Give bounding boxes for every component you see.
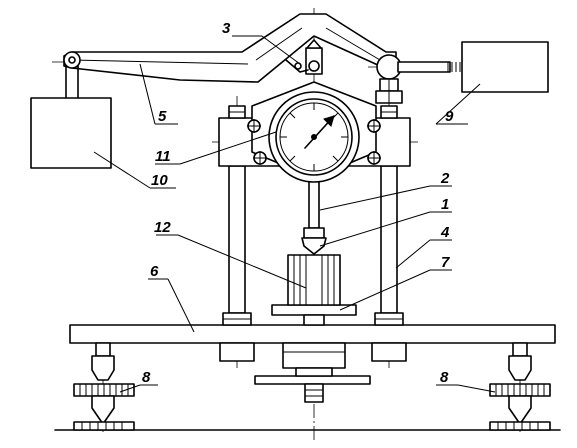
callouts: 3 5 11 10 9 2 1 4 7 12 6 8 8 [142,20,454,386]
callout-1: 1 [441,196,449,213]
indenter-tip [301,227,327,255]
leveling-foot-right [489,342,551,431]
right-column-lower-nut [371,342,407,362]
callout-8-right: 8 [440,369,449,386]
load-weight [30,97,112,169]
lever-pivot [305,39,323,75]
right-column [374,165,404,326]
right-column-top-bracket [375,78,403,104]
lever-link-pin [294,62,302,70]
counterweight [376,41,549,93]
callout-2: 2 [440,170,450,187]
callout-9: 9 [445,108,454,125]
left-column-lower-nut [219,342,255,362]
frame-bolts [247,119,381,165]
left-lever-pivot [63,51,81,69]
rod [308,175,320,229]
callout-11: 11 [155,148,171,165]
specimen [287,254,341,306]
left-column [222,165,252,326]
base-plate [69,324,556,344]
callout-5: 5 [158,108,167,125]
callout-12: 12 [154,219,171,236]
dial-gauge [251,81,377,183]
leader-lines [93,35,496,393]
callout-7: 7 [441,254,450,271]
callout-10: 10 [151,172,168,189]
callout-4: 4 [440,224,450,241]
callout-8-left: 8 [142,369,151,386]
lower-housing [254,342,371,403]
lever-link [285,59,309,73]
callout-3: 3 [222,20,231,37]
callout-6: 6 [150,263,159,280]
leveling-foot-left [73,342,135,431]
